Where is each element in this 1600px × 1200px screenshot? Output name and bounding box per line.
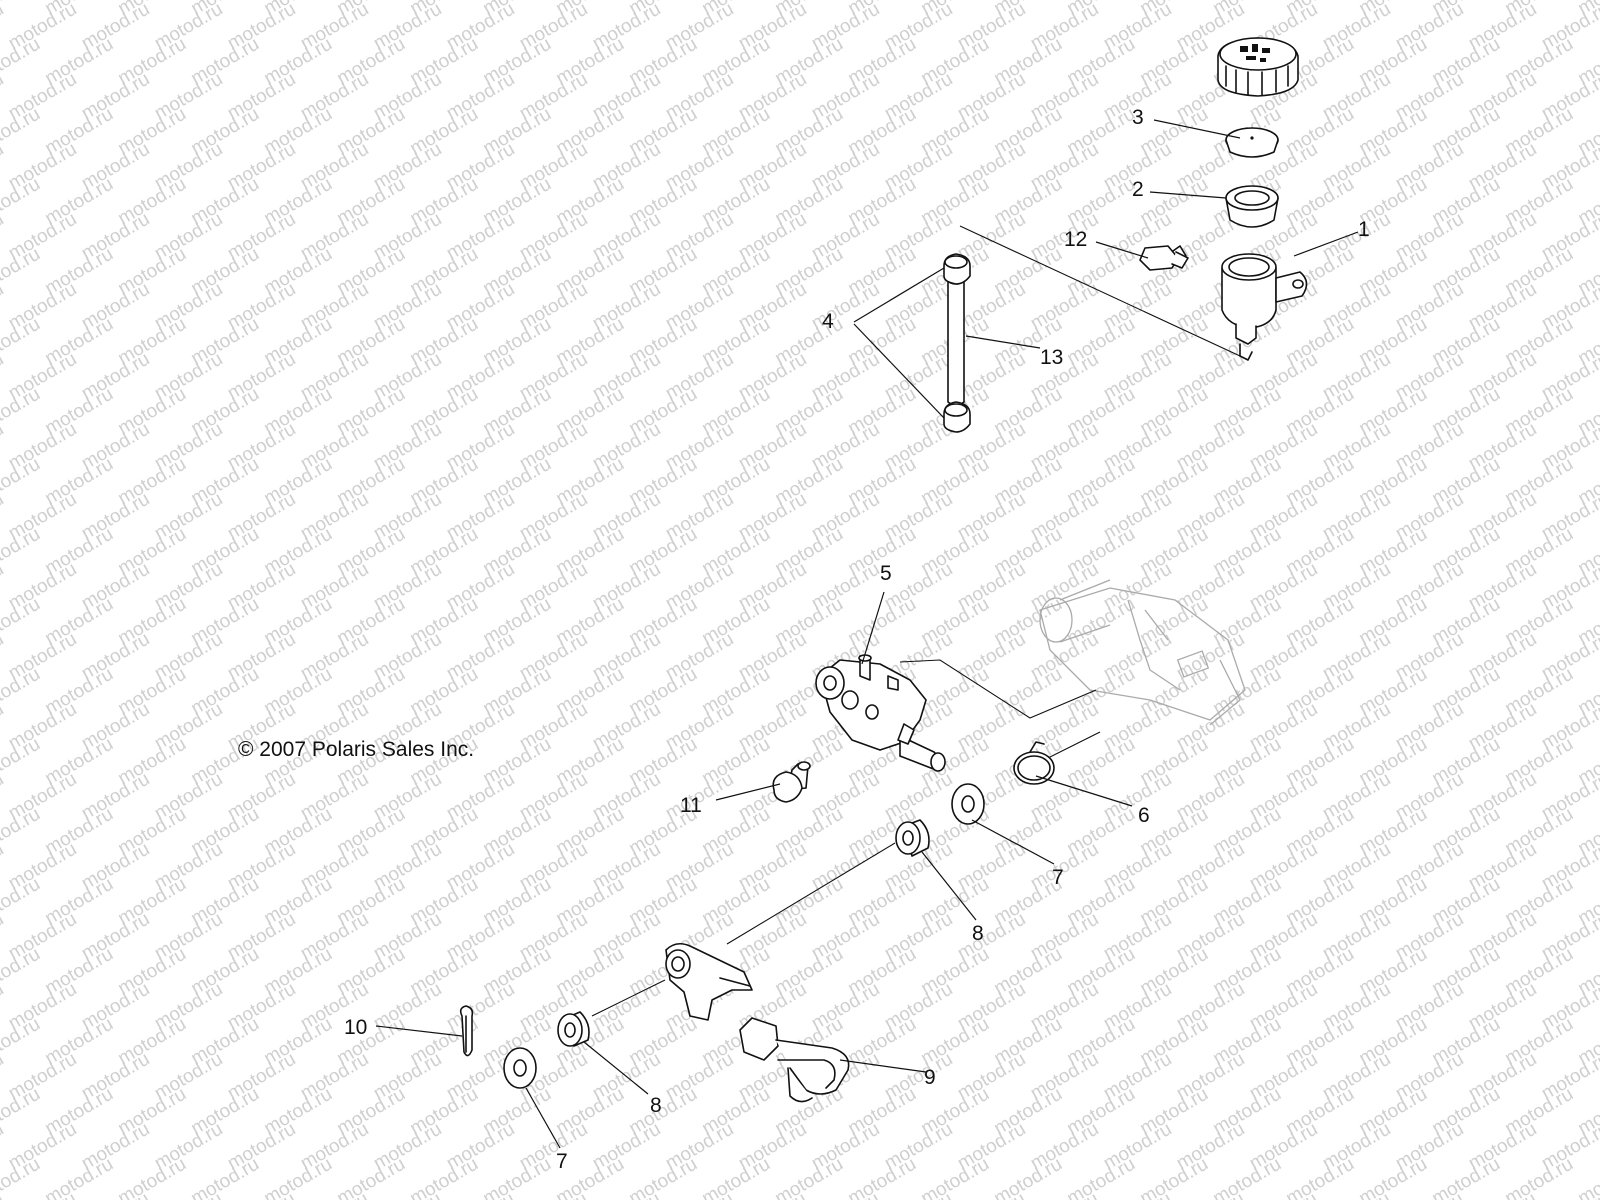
watermark-text: motod.ru [0, 174, 44, 230]
callout-3: 3 [1132, 106, 1144, 129]
callout-9: 9 [924, 1066, 936, 1089]
callout-7-upper: 7 [1052, 866, 1064, 889]
watermark-text: motod.ru [0, 1014, 44, 1070]
watermark-text: motod.ru [0, 34, 44, 90]
watermark-text: motod.ru [0, 979, 7, 1035]
callout-13: 13 [1040, 346, 1063, 369]
callout-4: 4 [822, 310, 834, 333]
watermark-text: motod.ru [0, 909, 7, 965]
watermark-text: motod.ru [261, 1154, 336, 1200]
watermark-text: motod.ru [42, 1154, 117, 1200]
watermark-text: motod.ru [0, 594, 44, 650]
watermark-text: motod.ru [0, 874, 44, 930]
watermark-text: motod.ru [0, 524, 44, 580]
watermark-text: motod.ru [0, 664, 44, 720]
watermark-text: motod.ru [0, 769, 7, 825]
watermark-text: motod.ru [334, 1154, 409, 1200]
washer-icon [503, 1047, 537, 1089]
clamp-icon [943, 401, 971, 433]
washer-icon [951, 783, 985, 825]
watermark-text: motod.ru [0, 279, 7, 335]
watermark-text: motod.ru [0, 734, 44, 790]
watermark-text: motod.ru [0, 314, 44, 370]
watermark-text: motod.ru [188, 1154, 263, 1200]
bushing-icon [895, 819, 930, 857]
watermark-text: motod.ru [0, 804, 44, 860]
watermark-text: motod.ru [480, 1154, 555, 1200]
copyright-notice: © 2007 Polaris Sales Inc. [238, 738, 474, 761]
watermark-text: motod.ru [0, 1119, 7, 1175]
callout-1: 1 [1358, 218, 1370, 241]
watermark-text: motod.ru [0, 1049, 7, 1105]
watermark-text: motod.ru [0, 384, 44, 440]
clamp-icon [943, 253, 971, 285]
diaphragm-icon [1225, 127, 1279, 158]
callout-7-lower: 7 [556, 1150, 568, 1173]
watermark-text: motod.ru [699, 1154, 774, 1200]
watermark-text: motod.ru [0, 104, 44, 160]
watermark-text: motod.ru [1356, 1154, 1431, 1200]
watermark-text: motod.ru [1210, 1154, 1285, 1200]
watermark-text: motod.ru [0, 69, 7, 125]
callout-5: 5 [880, 562, 892, 585]
watermark-text: motod.ru [626, 1154, 701, 1200]
watermark-text: motod.ru [0, 559, 7, 615]
watermark-text: motod.ru [1429, 1154, 1504, 1200]
watermark-text: motod.ru [0, 0, 7, 54]
watermark-text: motod.ru [1137, 1154, 1212, 1200]
watermark-text: motod.ru [0, 244, 44, 300]
watermark-text: motod.ru [0, 839, 7, 895]
seal-icon [1225, 185, 1279, 228]
watermark-text: motod.ru [991, 1154, 1066, 1200]
watermark-text: motod.ru [0, 944, 44, 1000]
callout-8-upper: 8 [972, 922, 984, 945]
watermark-text: motod.ru [0, 699, 7, 755]
callout-10: 10 [344, 1016, 367, 1039]
cotter-pin-icon [459, 1005, 474, 1057]
watermark-text: motod.ru [1502, 1154, 1577, 1200]
watermark-text: motod.ru [1064, 1154, 1139, 1200]
callout-12: 12 [1064, 228, 1087, 251]
watermark-text: motod.ru [0, 419, 7, 475]
bushing-icon [557, 1011, 590, 1047]
watermark-text: motod.ru [772, 1154, 847, 1200]
watermark-text: motod.ru [0, 629, 7, 685]
watermark-text: motod.ru [845, 1154, 920, 1200]
watermark-text: motod.ru [1283, 1154, 1358, 1200]
watermark-text: motod.ru [407, 1154, 482, 1200]
callout-11: 11 [680, 794, 702, 817]
watermark-text: motod.ru [0, 209, 7, 265]
watermark-text: motod.ru [0, 139, 7, 195]
watermark-text: motod.ru [918, 1154, 993, 1200]
callout-8-lower: 8 [650, 1094, 662, 1117]
reservoir-cap-icon [1217, 37, 1299, 97]
hose-icon [947, 275, 965, 406]
callout-2: 2 [1132, 178, 1144, 201]
callout-6: 6 [1138, 804, 1150, 827]
watermark-text: motod.ru [115, 1154, 190, 1200]
watermark-text: motod.ru [0, 454, 44, 510]
watermark-text: motod.ru [0, 349, 7, 405]
watermark-text: motod.ru [0, 1084, 44, 1140]
watermark-text: motod.ru [0, 489, 7, 545]
